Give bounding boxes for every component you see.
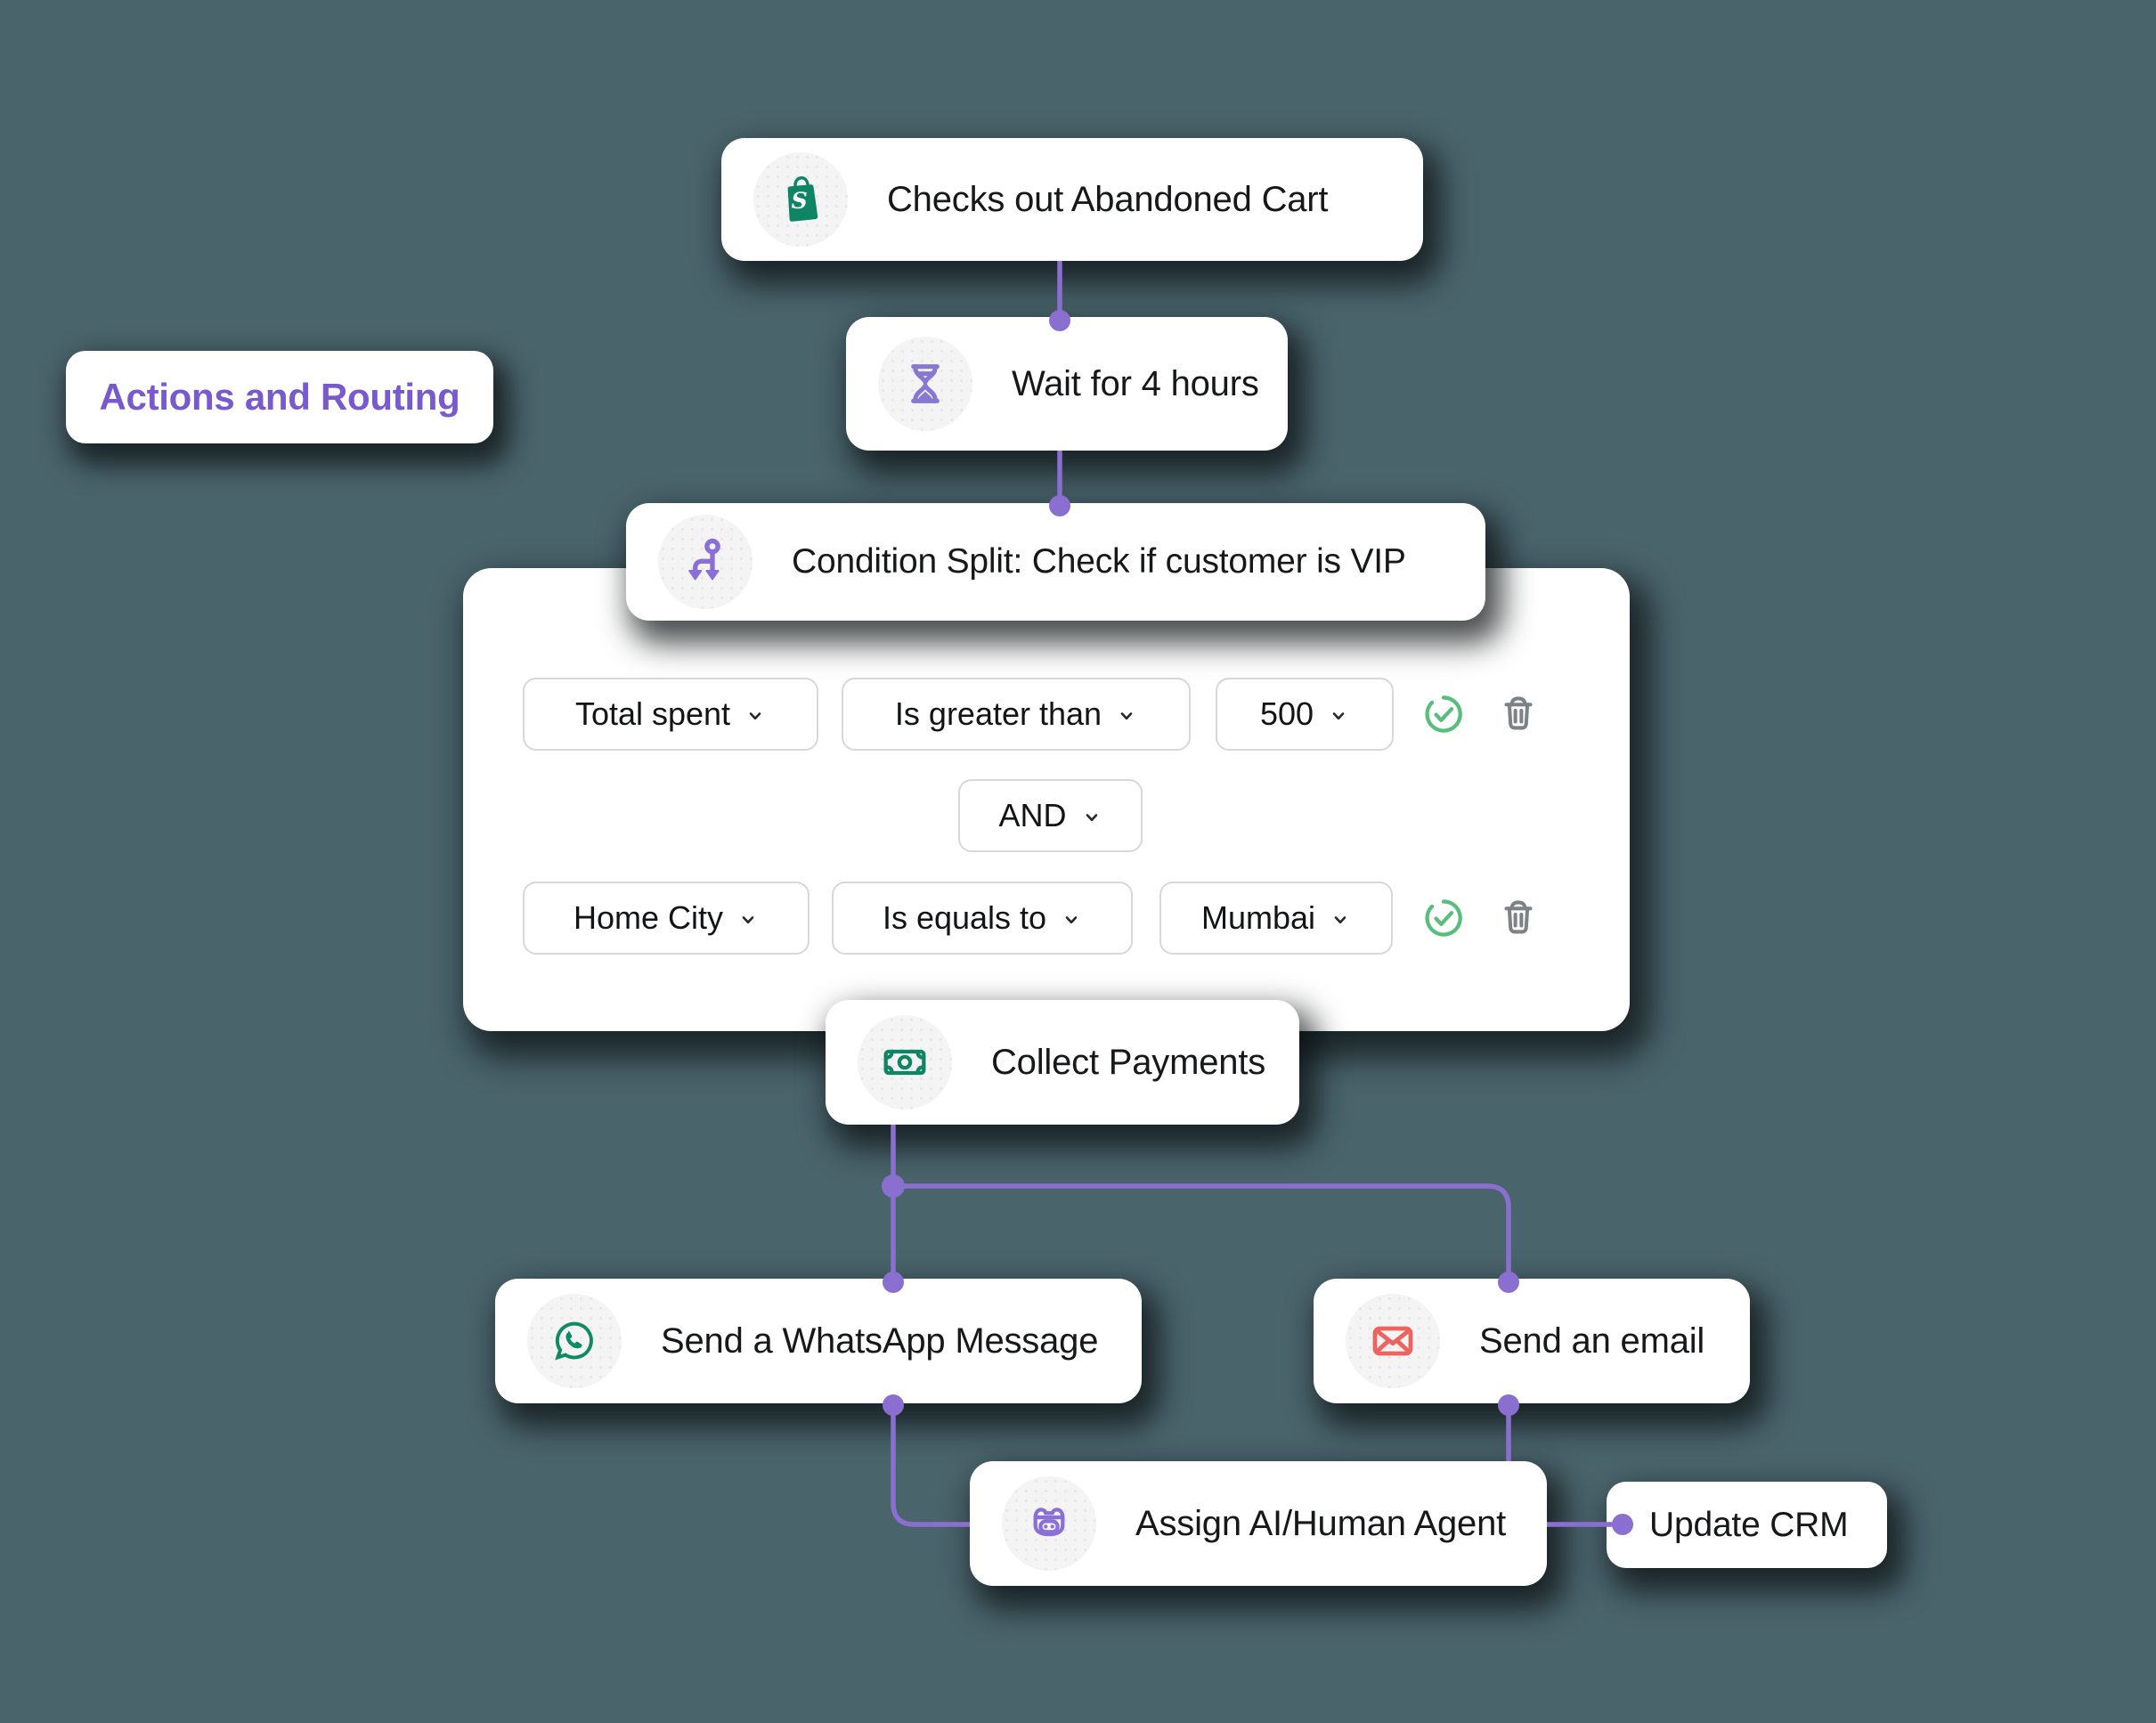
- field-select-1[interactable]: Total spent: [523, 678, 818, 751]
- node-label: Update CRM: [1649, 1505, 1849, 1544]
- value-select-2[interactable]: Mumbai: [1159, 882, 1393, 955]
- trash-icon: [1504, 900, 1533, 934]
- shopify-icon: S: [753, 152, 848, 247]
- email-icon: [1346, 1294, 1440, 1388]
- confirm-condition-button-2[interactable]: [1420, 894, 1468, 942]
- connector-collect-email: [893, 1183, 1511, 1279]
- chevron-down-icon: [742, 916, 754, 924]
- delete-condition-button-1[interactable]: [1494, 690, 1542, 738]
- chevron-down-icon: [1065, 916, 1078, 924]
- field-select-2[interactable]: Home City: [523, 882, 810, 955]
- node-wait[interactable]: Wait for 4 hours: [846, 317, 1288, 451]
- node-label: Checks out Abandoned Cart: [887, 179, 1329, 219]
- section-badge-label: Actions and Routing: [99, 376, 460, 418]
- logic-operator-value: AND: [998, 797, 1067, 833]
- node-label: Send a WhatsApp Message: [661, 1321, 1099, 1361]
- robot-icon: [1002, 1476, 1096, 1571]
- chevron-down-icon: [1334, 916, 1346, 924]
- node-label: Collect Payments: [991, 1042, 1266, 1082]
- chevron-down-icon: [1086, 814, 1097, 822]
- delete-condition-button-2[interactable]: [1494, 894, 1542, 942]
- node-collect-payments[interactable]: Collect Payments: [826, 1000, 1299, 1125]
- node-label: Send an email: [1479, 1321, 1705, 1361]
- operator-select-2[interactable]: Is equals to: [832, 882, 1133, 955]
- field-select-1-value: Total spent: [574, 695, 731, 732]
- node-checkout-trigger[interactable]: S Checks out Abandoned Cart: [721, 138, 1423, 261]
- hourglass-icon: [878, 337, 972, 431]
- chevron-down-icon: [1332, 712, 1345, 720]
- node-send-email[interactable]: Send an email: [1314, 1279, 1750, 1403]
- operator-select-1[interactable]: Is greater than: [842, 678, 1191, 751]
- check-circle-icon: [1425, 695, 1462, 733]
- whatsapp-icon: [527, 1294, 622, 1388]
- value-select-1[interactable]: 500: [1216, 678, 1394, 751]
- split-icon: [658, 515, 753, 609]
- node-send-whatsapp[interactable]: Send a WhatsApp Message: [495, 1279, 1142, 1403]
- value-select-2-value: Mumbai: [1200, 899, 1316, 936]
- logic-operator-select[interactable]: AND: [958, 779, 1143, 852]
- value-select-1-value: 500: [1259, 695, 1314, 732]
- section-badge: Actions and Routing: [66, 351, 493, 443]
- check-circle-icon: [1425, 899, 1462, 937]
- field-select-2-value: Home City: [573, 899, 724, 936]
- node-update-crm[interactable]: Update CRM: [1607, 1482, 1887, 1568]
- connector-whatsapp-assign: [891, 1403, 970, 1527]
- node-label: Condition Split: Check if customer is VI…: [792, 542, 1406, 581]
- operator-select-2-value: Is equals to: [882, 899, 1047, 936]
- operator-select-1-value: Is greater than: [894, 695, 1102, 732]
- chevron-down-icon: [749, 712, 761, 720]
- chevron-down-icon: [1120, 712, 1133, 720]
- trash-icon: [1504, 696, 1533, 730]
- node-assign-agent[interactable]: Assign AI/Human Agent: [970, 1461, 1547, 1586]
- node-label: Wait for 4 hours: [1012, 363, 1259, 403]
- confirm-condition-button-1[interactable]: [1420, 690, 1468, 738]
- node-condition-split[interactable]: Condition Split: Check if customer is VI…: [626, 503, 1485, 621]
- banknote-icon: [858, 1015, 952, 1109]
- svg-text:S: S: [792, 187, 808, 214]
- connector-dot: [882, 1174, 905, 1198]
- node-label: Assign AI/Human Agent: [1135, 1503, 1507, 1543]
